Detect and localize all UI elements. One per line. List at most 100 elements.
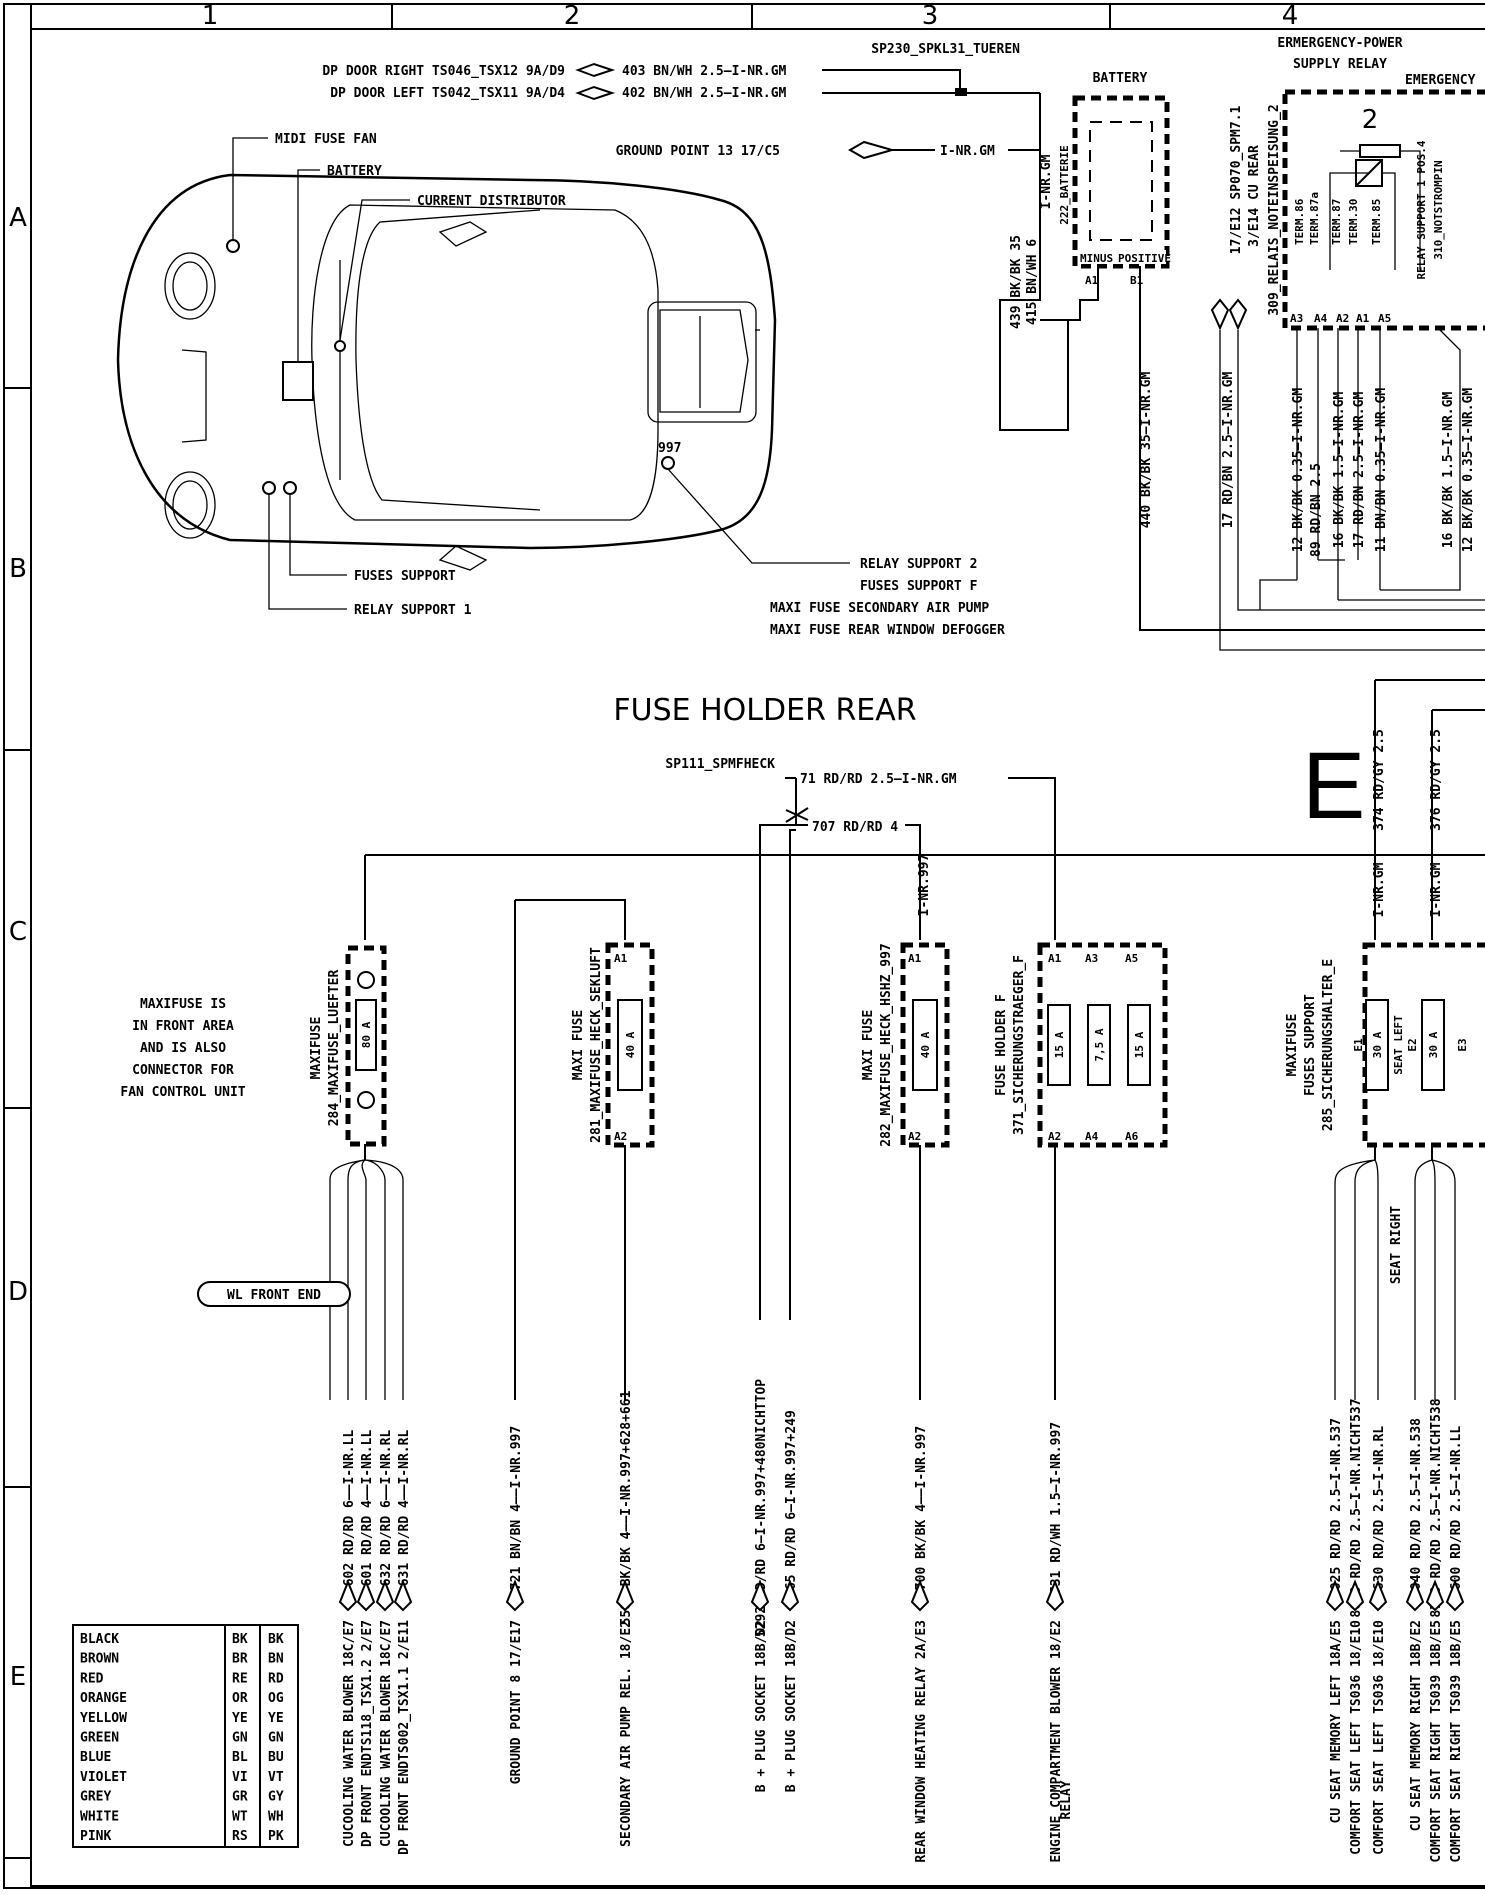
relay-support: RELAY SUPPORT 1 POS.4 (1415, 140, 1428, 279)
bottom-destination: CUCOOLING WATER BLOWER 18C/E7 (379, 1620, 394, 1847)
bottom-destination: REAR WINDOW HEATING RELAY 2A/E3 (914, 1620, 929, 1863)
label-relay-support-2: RELAY SUPPORT 2 (860, 557, 977, 572)
fuse-maxifuse-heck-sekluft (605, 942, 655, 1148)
maxifuse-note-1: MAXIFUSE IS (140, 997, 226, 1012)
connector-icon (575, 85, 616, 101)
relay-support-pin: 310_NOTSTROMPIN (1432, 160, 1445, 259)
car-outline (116, 173, 777, 571)
legend-cell: WT (232, 1809, 248, 1824)
connector-icon (1045, 1579, 1065, 1612)
bottom-destination: GROUND POINT 8 17/E17 (509, 1620, 524, 1784)
connector-icon (393, 1579, 413, 1612)
bottom-destination: COMFORT SEAT RIGHT TS039 18B/E5 (1429, 1620, 1444, 1863)
legend-cell: PINK (80, 1829, 111, 1844)
connector-icon (375, 1579, 395, 1612)
e1-value: 30 A (1371, 1031, 1384, 1058)
relay-term-85: TERM.85 (1370, 199, 1383, 245)
grid-row-e: E (10, 1662, 26, 1692)
bottom-wire-label: 721 BN/BN 4——I-NR.997 (509, 1426, 524, 1590)
relay-wire-16b: 16 BK/BK 1.5—I-NR.GM (1441, 392, 1456, 549)
relay-title-3: EMERGENCY (1405, 73, 1476, 88)
wire-707: 707 RD/RD 4 (812, 820, 898, 835)
battery-title: BATTERY (1093, 71, 1148, 86)
legend-cell: BU (268, 1750, 284, 1765)
wire-403: 403 BN/WH 2.5—I-NR.GM (622, 64, 787, 79)
relay-wire-12: 12 BK/BK 0.35—I-NR.GM (1291, 388, 1306, 553)
relay-connector: 309_RELAIS_NOTEINSPEISUNG_2 (1267, 104, 1282, 315)
f4-pin-a3: A3 (1085, 952, 1098, 965)
relay-box (1282, 89, 1485, 331)
relay-cu-rear: 3/E14 CU REAR (1247, 145, 1262, 247)
legend-cell: GY (268, 1790, 284, 1805)
e2-value: 30 A (1427, 1031, 1440, 1058)
legend-cell: ORANGE (80, 1691, 127, 1706)
grid-col-2: 2 (564, 1, 581, 31)
legend-cell: GN (232, 1731, 248, 1746)
legend-cell: GREEN (80, 1731, 119, 1746)
relay-wire-16: 16 BK/BK 1.5—I-NR.GM (1332, 392, 1347, 549)
fuse5-name: MAXIFUSE (1285, 1014, 1300, 1077)
connector-icon (910, 1579, 930, 1612)
fuse4-name: FUSE HOLDER F (994, 994, 1009, 1096)
connector-icon (505, 1579, 525, 1612)
relay-title-2: SUPPLY RELAY (1293, 57, 1387, 72)
door-right-label: DP DOOR RIGHT TS046_TSX12 9A/D9 (322, 64, 565, 79)
bottom-destination: COMFORT SEAT RIGHT TS039 18B/E5 (1449, 1620, 1464, 1863)
fuse5-name2: FUSES SUPPORT (1303, 994, 1318, 1096)
legend-cell: BROWN (80, 1652, 119, 1667)
legend-cell: GREY (80, 1790, 111, 1805)
inrgm-e1: I-NR.GM (1372, 862, 1387, 917)
bottom-wire-label: 8700 RD/RD 2.5—I-NR.NICHT538 (1429, 1398, 1444, 1617)
f4-pin-a1: A1 (1048, 952, 1062, 965)
bottom-wire-label: 731 RD/WH 1.5—I-NR.997 (1049, 1422, 1064, 1594)
grid-col-3: 3 (922, 1, 939, 31)
legend-cell: YE (268, 1711, 284, 1726)
battery-minus: MINUS (1080, 252, 1113, 265)
bottom-wire-label: 631 RD/RD 4——I-NR.RL (397, 1430, 412, 1587)
bottom-wire-label: 600 RD/RD 2.5—I-NR.LL (1449, 1426, 1464, 1591)
label-midi-fuse-fan: MIDI FUSE FAN (275, 132, 377, 147)
connector-icon (780, 1579, 800, 1612)
relay-wire-17: 17 RD/BN 2.5—I-NR.GM (1221, 372, 1236, 529)
f4-pin-a5: A5 (1125, 952, 1138, 965)
grid-row-c: C (9, 917, 27, 947)
legend-cell: VI (232, 1770, 248, 1785)
bottom-wire-label: 630 RD/RD 2.5—I-NR.RL (1372, 1426, 1387, 1591)
wire-415: 415 BN/WH 6 (1025, 239, 1040, 325)
bottom-wire-label: 5504 BK/BK 4——I-NR.997+628+661 (619, 1390, 634, 1625)
relay-wire-17b: 17 RD/BN 2.5—I-NR.GM (1352, 392, 1367, 549)
relay-wire-89: 89 RD/BN 2.5 (1309, 463, 1324, 557)
grid-col-1: 1 (202, 1, 219, 31)
fuse-holder-f (1037, 942, 1168, 1148)
maxifuse-note-4: CONNECTOR FOR (132, 1063, 234, 1078)
bottom-destination: COMFORT SEAT LEFT TS036 18/E10 (1372, 1620, 1387, 1855)
connector-icon (338, 1579, 358, 1612)
legend-cell: PK (268, 1829, 284, 1844)
battery-pin-b1: B1 (1130, 274, 1144, 287)
relay-term-87: TERM.87 (1330, 199, 1343, 245)
relay-pin-a4: A4 (1314, 312, 1328, 325)
battery-box (1072, 95, 1170, 269)
fuse2-name: MAXI FUSE (571, 1010, 586, 1080)
sp230-label: SP230_SPKL31_TUEREN (871, 42, 1020, 57)
bottom-destination: CUCOOLING WATER BLOWER 18C/E7 (342, 1620, 357, 1847)
fuse1-value: 80 A (360, 1021, 373, 1048)
legend-cell: VIOLET (80, 1770, 127, 1785)
battery-marker (282, 361, 314, 401)
fuse2-connector: 281_MAXIFUSE_HECK_SEKLUFT (589, 947, 604, 1143)
fuse3-name: MAXI FUSE (861, 1010, 876, 1080)
connector-icon (1325, 1579, 1345, 1612)
f4-pin-a4: A4 (1085, 1130, 1099, 1143)
bottom-wire-label: 5065 RD/RD 6—I-NR.997+249 (784, 1410, 799, 1606)
seat-left: SEAT LEFT (1392, 1015, 1405, 1075)
connector-icon (575, 62, 616, 78)
f4-pin-a6: A6 (1125, 1130, 1139, 1143)
relay-title-1: ERMERGENCY-POWER (1277, 36, 1402, 51)
connector-icon (356, 1579, 376, 1612)
bottom-wire-label: 601 RD/RD 4——I-NR.LL (360, 1430, 375, 1587)
fuse3-pin-a1: A1 (908, 952, 922, 965)
connector-icon (1405, 1579, 1425, 1612)
fuse1-connector: 284_MAXIFUSE_LUEFTER (327, 970, 342, 1127)
label-fuses-support: FUSES SUPPORT (354, 569, 456, 584)
